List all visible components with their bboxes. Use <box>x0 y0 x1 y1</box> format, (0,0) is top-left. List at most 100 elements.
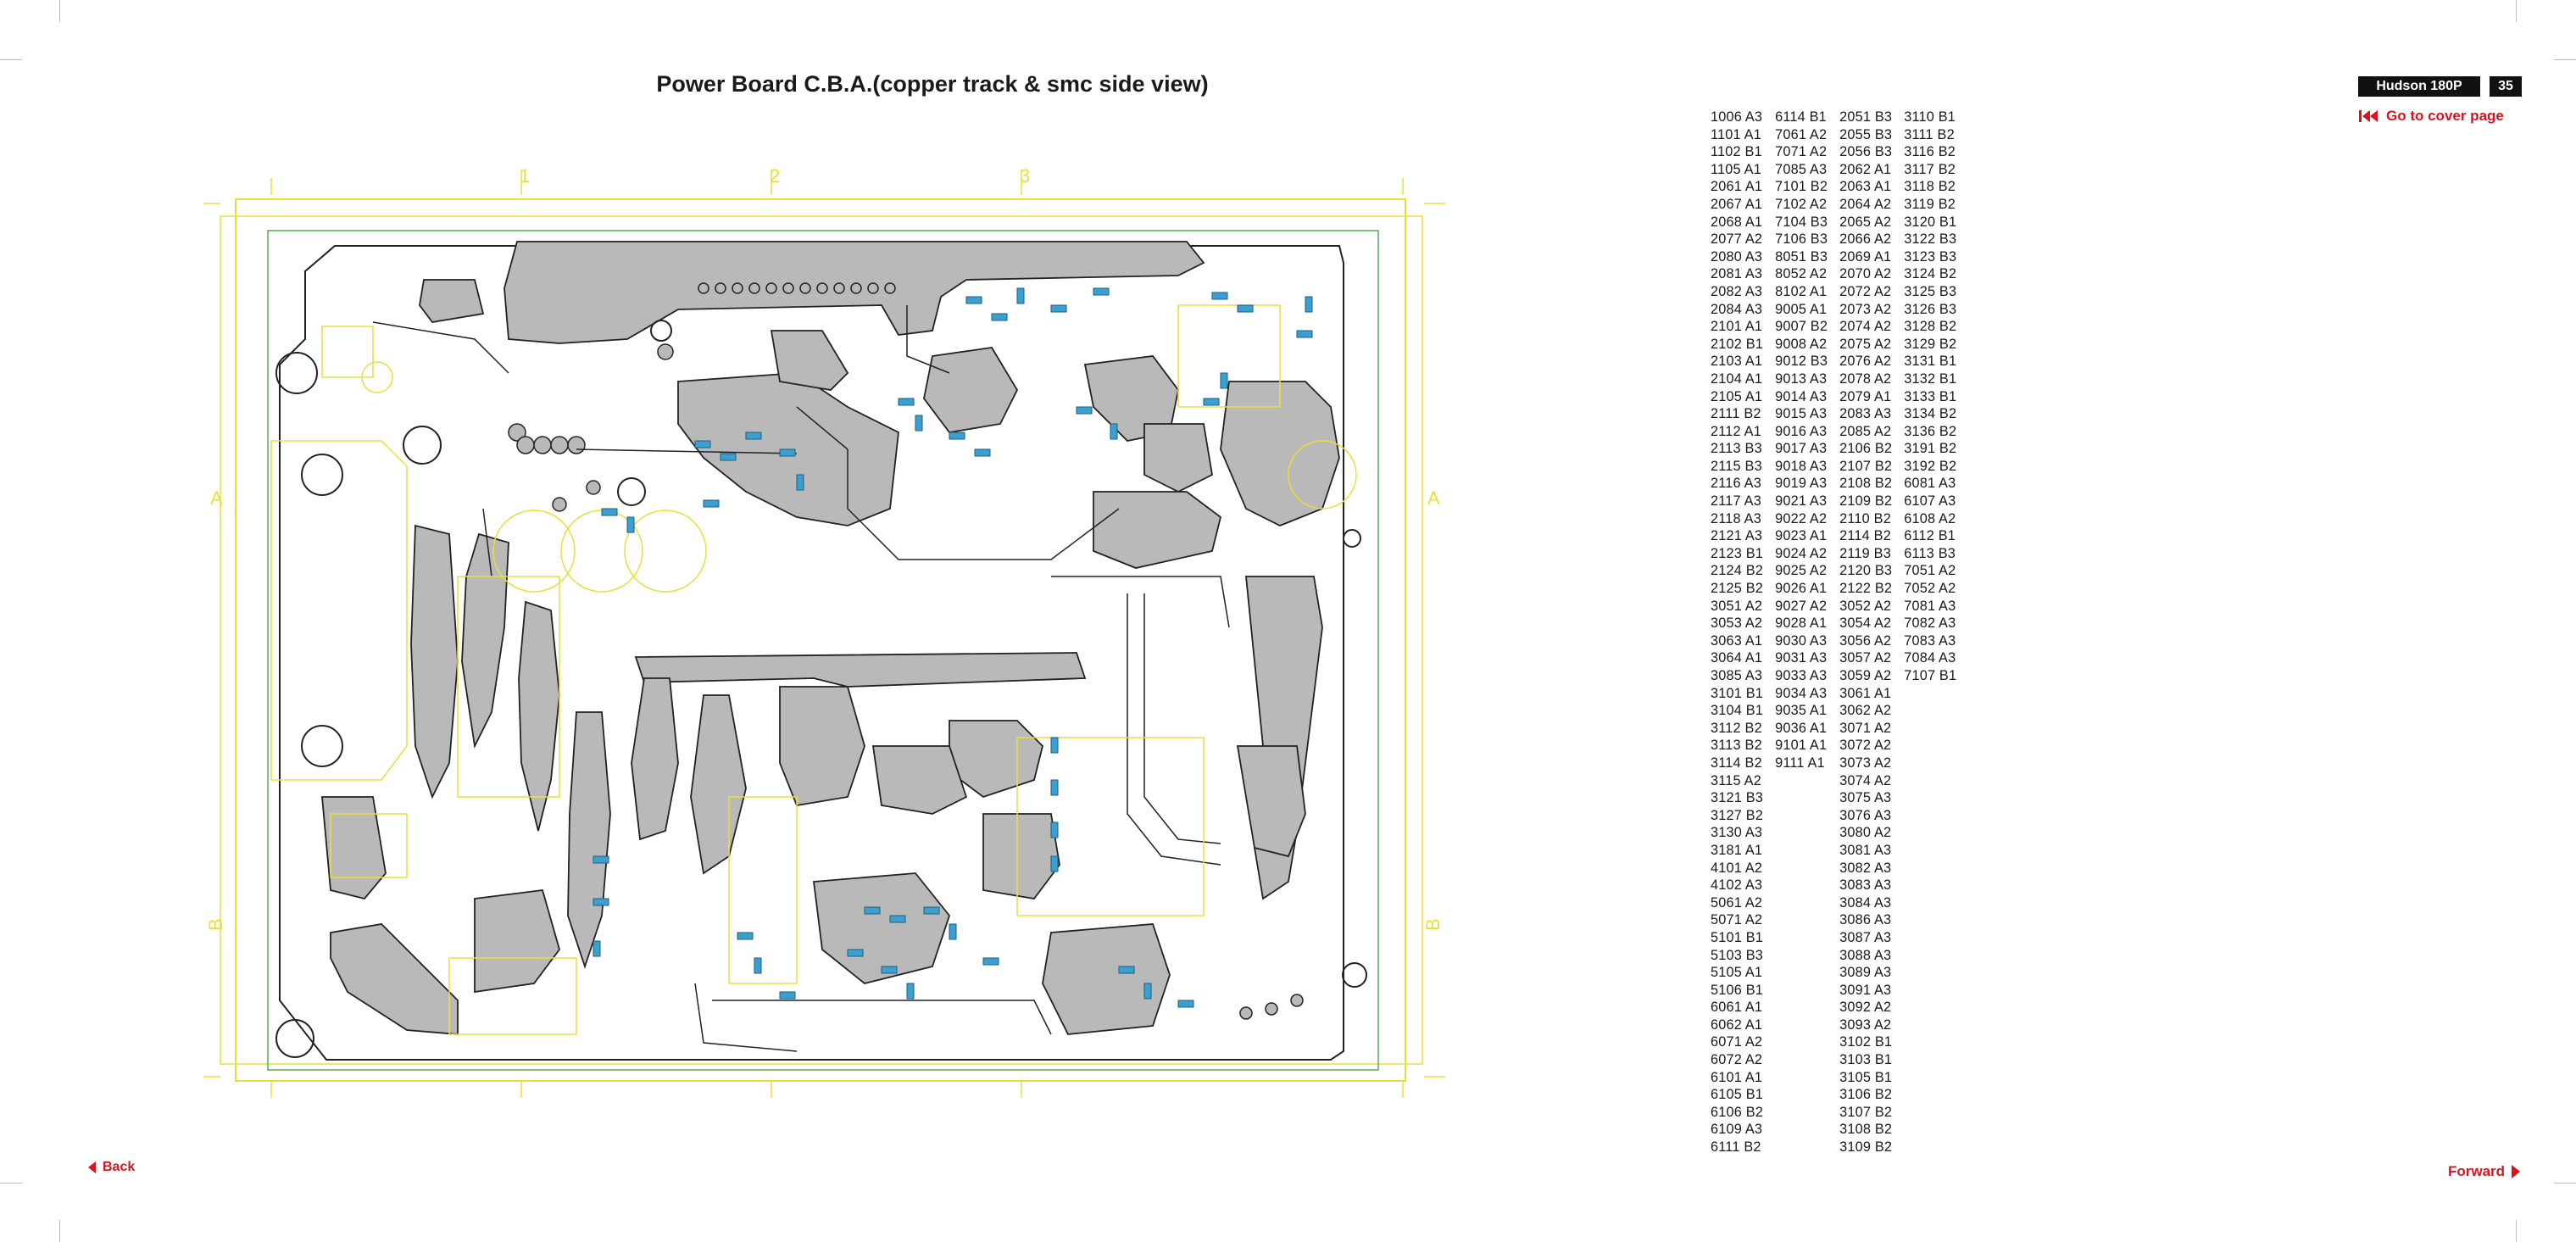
reference-entry: 2122 B2 <box>1839 581 1893 597</box>
reference-entry: 9021 A3 <box>1775 493 1828 510</box>
reference-entry: 3134 B2 <box>1904 406 1957 422</box>
reference-entry: 3128 B2 <box>1904 319 1957 335</box>
reference-entry: 9014 A3 <box>1775 388 1828 404</box>
back-label: Back <box>103 1160 136 1174</box>
reference-entry: 2114 B2 <box>1839 528 1891 544</box>
reference-entry: 5061 A2 <box>1711 894 1763 911</box>
reference-entry: 5103 B3 <box>1711 947 1764 963</box>
reference-entry: 2077 A2 <box>1711 231 1763 248</box>
reference-entry: 9111 A1 <box>1775 755 1825 771</box>
reference-entry: 2119 B3 <box>1839 545 1891 561</box>
reference-entry: 3123 B3 <box>1904 248 1957 265</box>
reference-entry: 3063 A1 <box>1711 632 1763 649</box>
reference-entry: 3105 B1 <box>1839 1069 1893 1085</box>
mounting-holes <box>275 320 1367 1058</box>
reference-entry: 2124 B2 <box>1711 563 1764 579</box>
reference-entry: 7061 A2 <box>1775 126 1828 142</box>
board-frame-inner <box>220 215 1423 1065</box>
back-link[interactable]: Back <box>88 1160 135 1175</box>
reference-entry: 6114 B1 <box>1775 109 1827 125</box>
reference-entry: 2106 B2 <box>1839 441 1893 457</box>
reference-entry: 2108 B2 <box>1839 476 1893 492</box>
reference-entry: 2072 A2 <box>1839 283 1892 299</box>
reference-entry: 7081 A3 <box>1904 598 1956 614</box>
reference-entry: 2084 A3 <box>1711 301 1763 317</box>
reference-entry: 2065 A2 <box>1839 214 1892 230</box>
row-label-a-left: A <box>210 487 223 509</box>
reference-entry: 5106 B1 <box>1711 982 1764 998</box>
reference-entry: 2073 A2 <box>1839 301 1892 317</box>
reference-entry: 2056 B3 <box>1839 144 1893 160</box>
reference-entry: 8052 A2 <box>1775 266 1828 282</box>
reference-entry: 2075 A2 <box>1839 336 1892 352</box>
reference-entry: 2120 B3 <box>1839 563 1893 579</box>
reference-entry: 3074 A2 <box>1839 772 1892 788</box>
reference-entry: 3127 B2 <box>1711 807 1764 823</box>
reference-entry: 2104 A1 <box>1711 370 1763 387</box>
reference-entry: 3114 B2 <box>1711 755 1762 771</box>
reference-entry: 6062 A1 <box>1711 1016 1763 1033</box>
reference-entry: 9026 A1 <box>1775 581 1828 597</box>
reference-entry: 3081 A3 <box>1839 842 1892 858</box>
reference-entry: 2116 A3 <box>1711 476 1761 492</box>
reference-entry: 3052 A2 <box>1839 598 1892 614</box>
reference-entry: 9022 A2 <box>1775 510 1828 526</box>
reference-entry: 9025 A2 <box>1775 563 1828 579</box>
reference-entry: 3080 A2 <box>1839 825 1892 841</box>
reference-entry: 3075 A3 <box>1839 790 1892 806</box>
reference-entry: 8051 B3 <box>1775 248 1828 265</box>
page-title: Power Board C.B.A.(copper track & smc si… <box>656 71 1209 97</box>
board-contour <box>279 245 1344 1061</box>
go-to-cover-link[interactable]: Go to cover page <box>2359 108 2504 125</box>
grid-labels: A A B B 1 2 3 1 2 3 <box>205 165 1444 931</box>
reference-entry: 5071 A2 <box>1711 912 1763 928</box>
reference-entry: 9024 A2 <box>1775 545 1828 561</box>
reference-entry: 3130 A3 <box>1711 825 1763 841</box>
reference-entry: 3051 A2 <box>1711 598 1763 614</box>
reference-entry: 3087 A3 <box>1839 929 1892 945</box>
reference-entry: 9033 A3 <box>1775 668 1828 683</box>
reference-entry: 3091 A3 <box>1839 982 1892 998</box>
reference-entry: 3121 B3 <box>1711 790 1764 806</box>
reference-entry: 6108 A2 <box>1904 510 1956 526</box>
reference-entry: 3053 A2 <box>1711 615 1763 632</box>
reference-entry: 3093 A2 <box>1839 1016 1892 1033</box>
grid-ticks <box>203 170 1445 1098</box>
reference-entry: 2081 A3 <box>1711 266 1763 282</box>
reference-entry: 2109 B2 <box>1839 493 1893 510</box>
reference-entry: 2103 A1 <box>1711 354 1763 370</box>
reference-entry: 3116 B2 <box>1904 144 1956 160</box>
reference-entry: 3124 B2 <box>1904 266 1957 282</box>
reference-entry: 2117 A3 <box>1711 493 1761 510</box>
reference-entry: 3192 B2 <box>1904 458 1957 474</box>
reference-entry: 9030 A3 <box>1775 632 1828 649</box>
row-label-b-left: B <box>205 918 226 931</box>
reference-entry: 3110 B1 <box>1904 109 1956 125</box>
reference-entry: 9005 A1 <box>1775 301 1828 317</box>
smd-components <box>593 287 1313 1008</box>
board-frame-outer <box>235 198 1406 1082</box>
reference-entry: 7084 A3 <box>1904 650 1956 666</box>
reference-entry: 3108 B2 <box>1839 1122 1893 1138</box>
reference-entry: 8102 A1 <box>1775 283 1828 299</box>
reference-entry: 9019 A3 <box>1775 476 1828 492</box>
reference-entry: 6106 B2 <box>1711 1104 1764 1120</box>
col-label-1-top: 1 <box>520 165 530 187</box>
reference-entry: 7107 B1 <box>1904 668 1957 683</box>
reference-entry: 3119 B2 <box>1904 196 1956 212</box>
reference-entry: 6113 B3 <box>1904 545 1956 561</box>
reference-entry: 3133 B1 <box>1904 388 1957 404</box>
reference-entry: 2118 A3 <box>1711 510 1761 526</box>
row-label-a-right: A <box>1427 487 1440 509</box>
forward-link[interactable]: Forward <box>2448 1163 2521 1180</box>
reference-entry: 3082 A3 <box>1839 860 1892 876</box>
reference-entry: 3191 B2 <box>1904 441 1957 457</box>
reference-entry: 9035 A1 <box>1775 703 1828 719</box>
reference-entry: 7104 B3 <box>1775 214 1828 230</box>
forward-label: Forward <box>2448 1163 2506 1179</box>
reference-entry: 2125 B2 <box>1711 581 1764 597</box>
reference-entry: 3126 B3 <box>1904 301 1957 317</box>
